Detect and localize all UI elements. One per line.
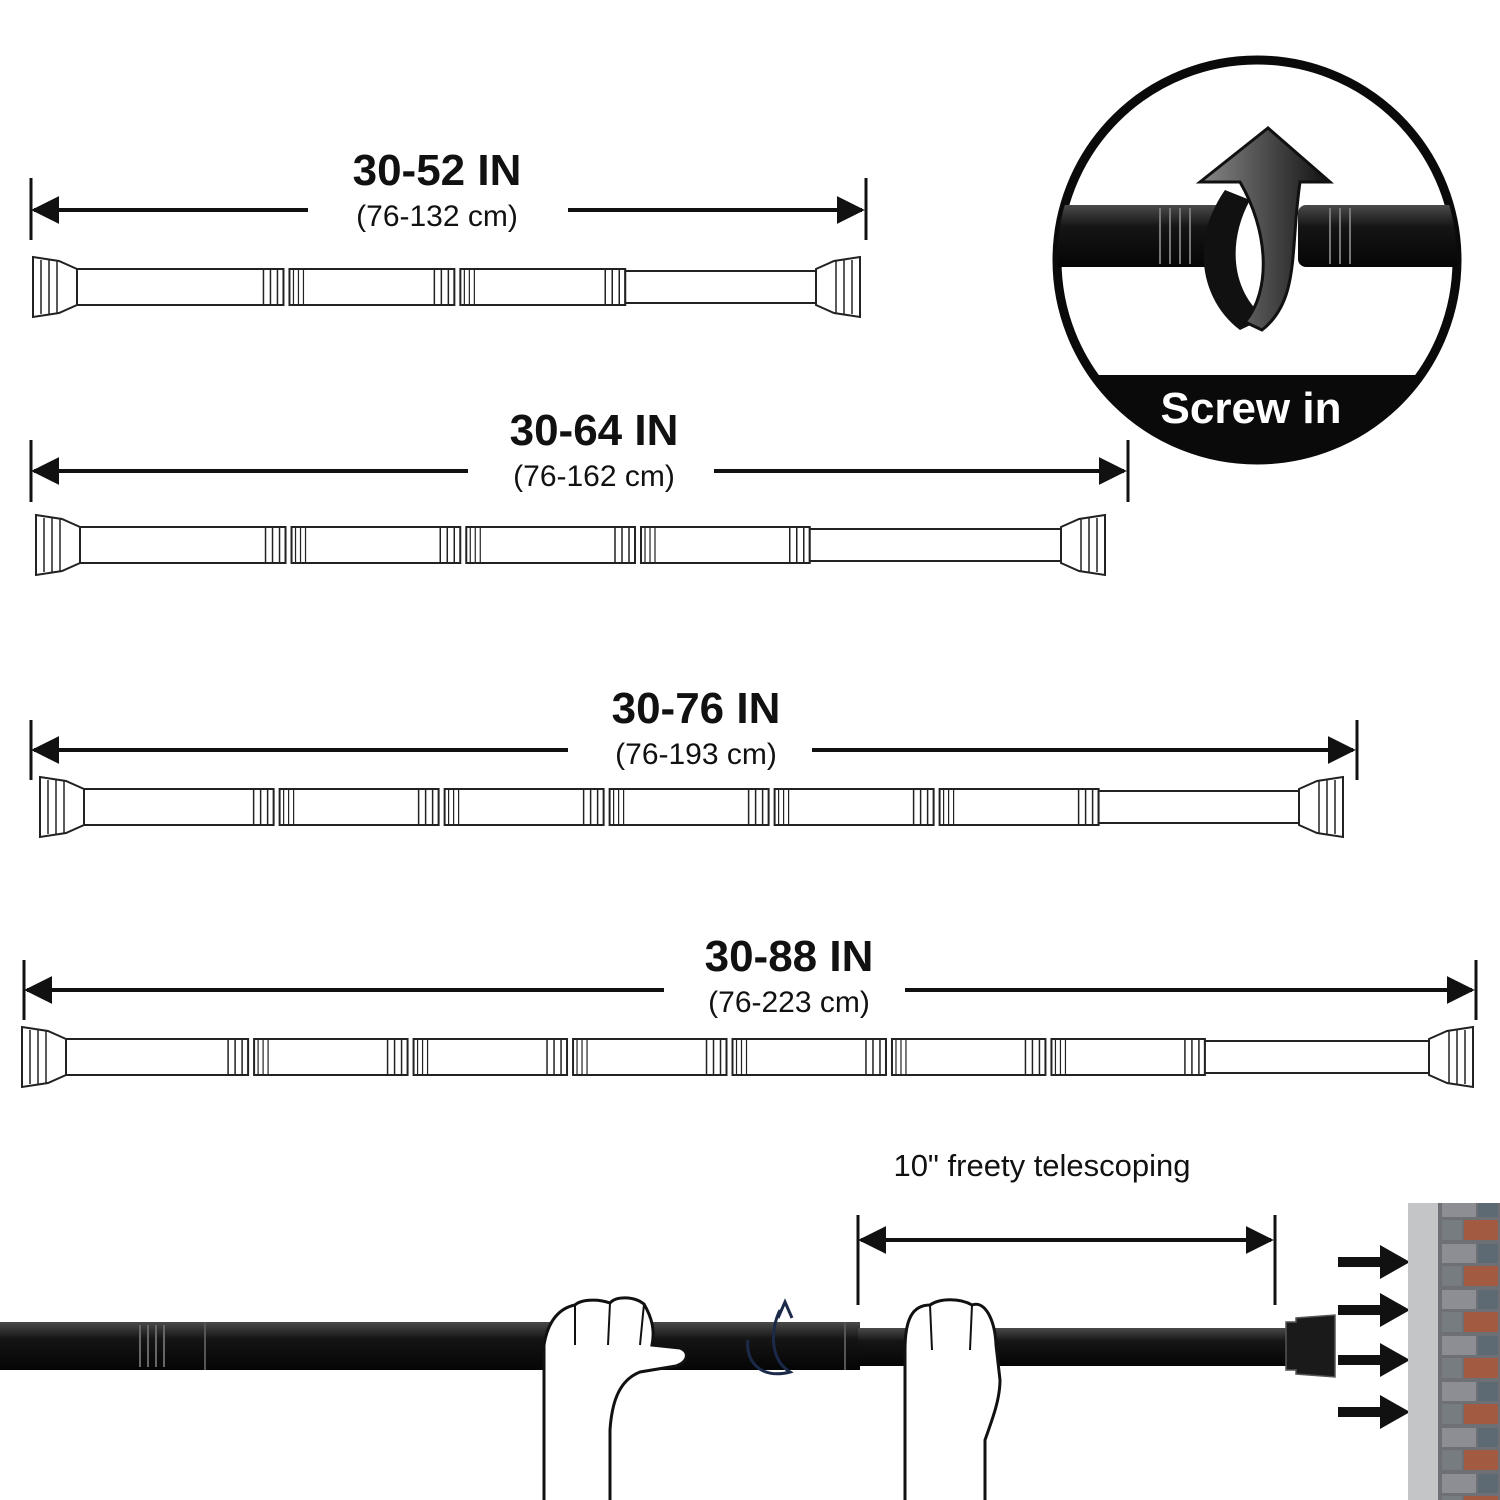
rod-end-cap — [21, 1025, 67, 1089]
rod-inner-tube — [1203, 1040, 1431, 1074]
rod-end-cap — [39, 775, 85, 839]
rotate-arrow-icon — [1195, 126, 1335, 332]
rod-segment — [443, 788, 605, 826]
screw-in-label: Screw in — [1161, 384, 1342, 433]
rod-segment — [253, 1038, 409, 1076]
telescoping-illustration: 10" freety telescoping — [0, 1148, 1500, 1500]
push-arrow-icon — [1338, 1293, 1410, 1327]
hand-icon — [574, 1302, 645, 1346]
rod-segment — [83, 788, 275, 826]
rod-outer-tube — [0, 1322, 860, 1370]
rod-segment — [65, 1038, 250, 1076]
push-arrows — [1338, 1245, 1410, 1429]
rod-end-cap — [32, 255, 78, 319]
hand-icon — [929, 1304, 973, 1351]
size-inches-label: 30-88 IN — [705, 932, 874, 981]
rod-end-cap — [1428, 1025, 1474, 1089]
size-inches-label: 30-76 IN — [612, 684, 781, 733]
tension-rod-outline — [35, 513, 1106, 577]
rod-segment — [1050, 1038, 1206, 1076]
size-cm-label: (76-162 cm) — [513, 460, 675, 493]
push-arrow-icon — [1338, 1245, 1410, 1279]
rod-segment — [412, 1038, 569, 1076]
rod-inner-tube — [808, 528, 1062, 562]
size-option-30-52: 30-52 IN (76-132 cm) — [29, 146, 868, 319]
rod-segment — [288, 268, 456, 306]
size-inches-label: 30-64 IN — [510, 406, 679, 455]
size-cm-label: (76-193 cm) — [615, 738, 777, 771]
size-option-30-88: 30-88 IN (76-223 cm) — [21, 932, 1478, 1089]
size-option-30-64: 30-64 IN (76-162 cm) — [29, 406, 1130, 577]
hand-icon — [903, 1298, 1002, 1500]
rotate-arrow-icon — [1203, 190, 1265, 330]
rotate-arrow-icon — [746, 1309, 794, 1376]
rod-inner-tube — [624, 270, 817, 304]
rod-end-cap — [1060, 513, 1106, 577]
rod-end-cap — [1298, 775, 1344, 839]
rod-segment — [290, 526, 462, 564]
size-option-30-76: 30-76 IN (76-193 cm) — [29, 684, 1359, 839]
rod-segment — [938, 788, 1100, 826]
rod-end-cap — [815, 255, 861, 319]
rod-segment — [608, 788, 770, 826]
size-cm-label: (76-132 cm) — [356, 200, 518, 233]
rod-end-cap — [1285, 1314, 1336, 1378]
rod-inner-tube — [1097, 790, 1300, 824]
push-arrow-icon — [1338, 1395, 1410, 1429]
rod-segment — [773, 788, 935, 826]
screw-in-callout: Screw in — [1052, 55, 1462, 465]
size-cm-label: (76-223 cm) — [708, 986, 870, 1019]
tension-rod-outline — [21, 1025, 1474, 1089]
size-inches-label: 30-52 IN — [353, 146, 522, 195]
rod-segment — [459, 268, 627, 306]
rod-segment — [79, 526, 287, 564]
rod-end-cap — [35, 513, 81, 577]
rod-segment — [890, 1038, 1047, 1076]
push-arrow-icon — [1338, 1343, 1410, 1377]
wall-icon — [1438, 1203, 1500, 1500]
rod-segment — [731, 1038, 887, 1076]
wall-plaster — [1408, 1203, 1438, 1500]
rotate-arrow-icon — [776, 1298, 794, 1319]
tension-rod-outline — [39, 775, 1344, 839]
rod-segment — [640, 526, 811, 564]
tension-rod-outline — [32, 255, 861, 319]
rod-segment — [76, 268, 285, 306]
rod-section-right — [1298, 205, 1457, 267]
rod-section-left — [1057, 205, 1230, 267]
telescoping-label: 10" freety telescoping — [893, 1148, 1190, 1183]
rod-segment — [572, 1038, 728, 1076]
rod-segment — [278, 788, 440, 826]
rod-segment — [465, 526, 637, 564]
